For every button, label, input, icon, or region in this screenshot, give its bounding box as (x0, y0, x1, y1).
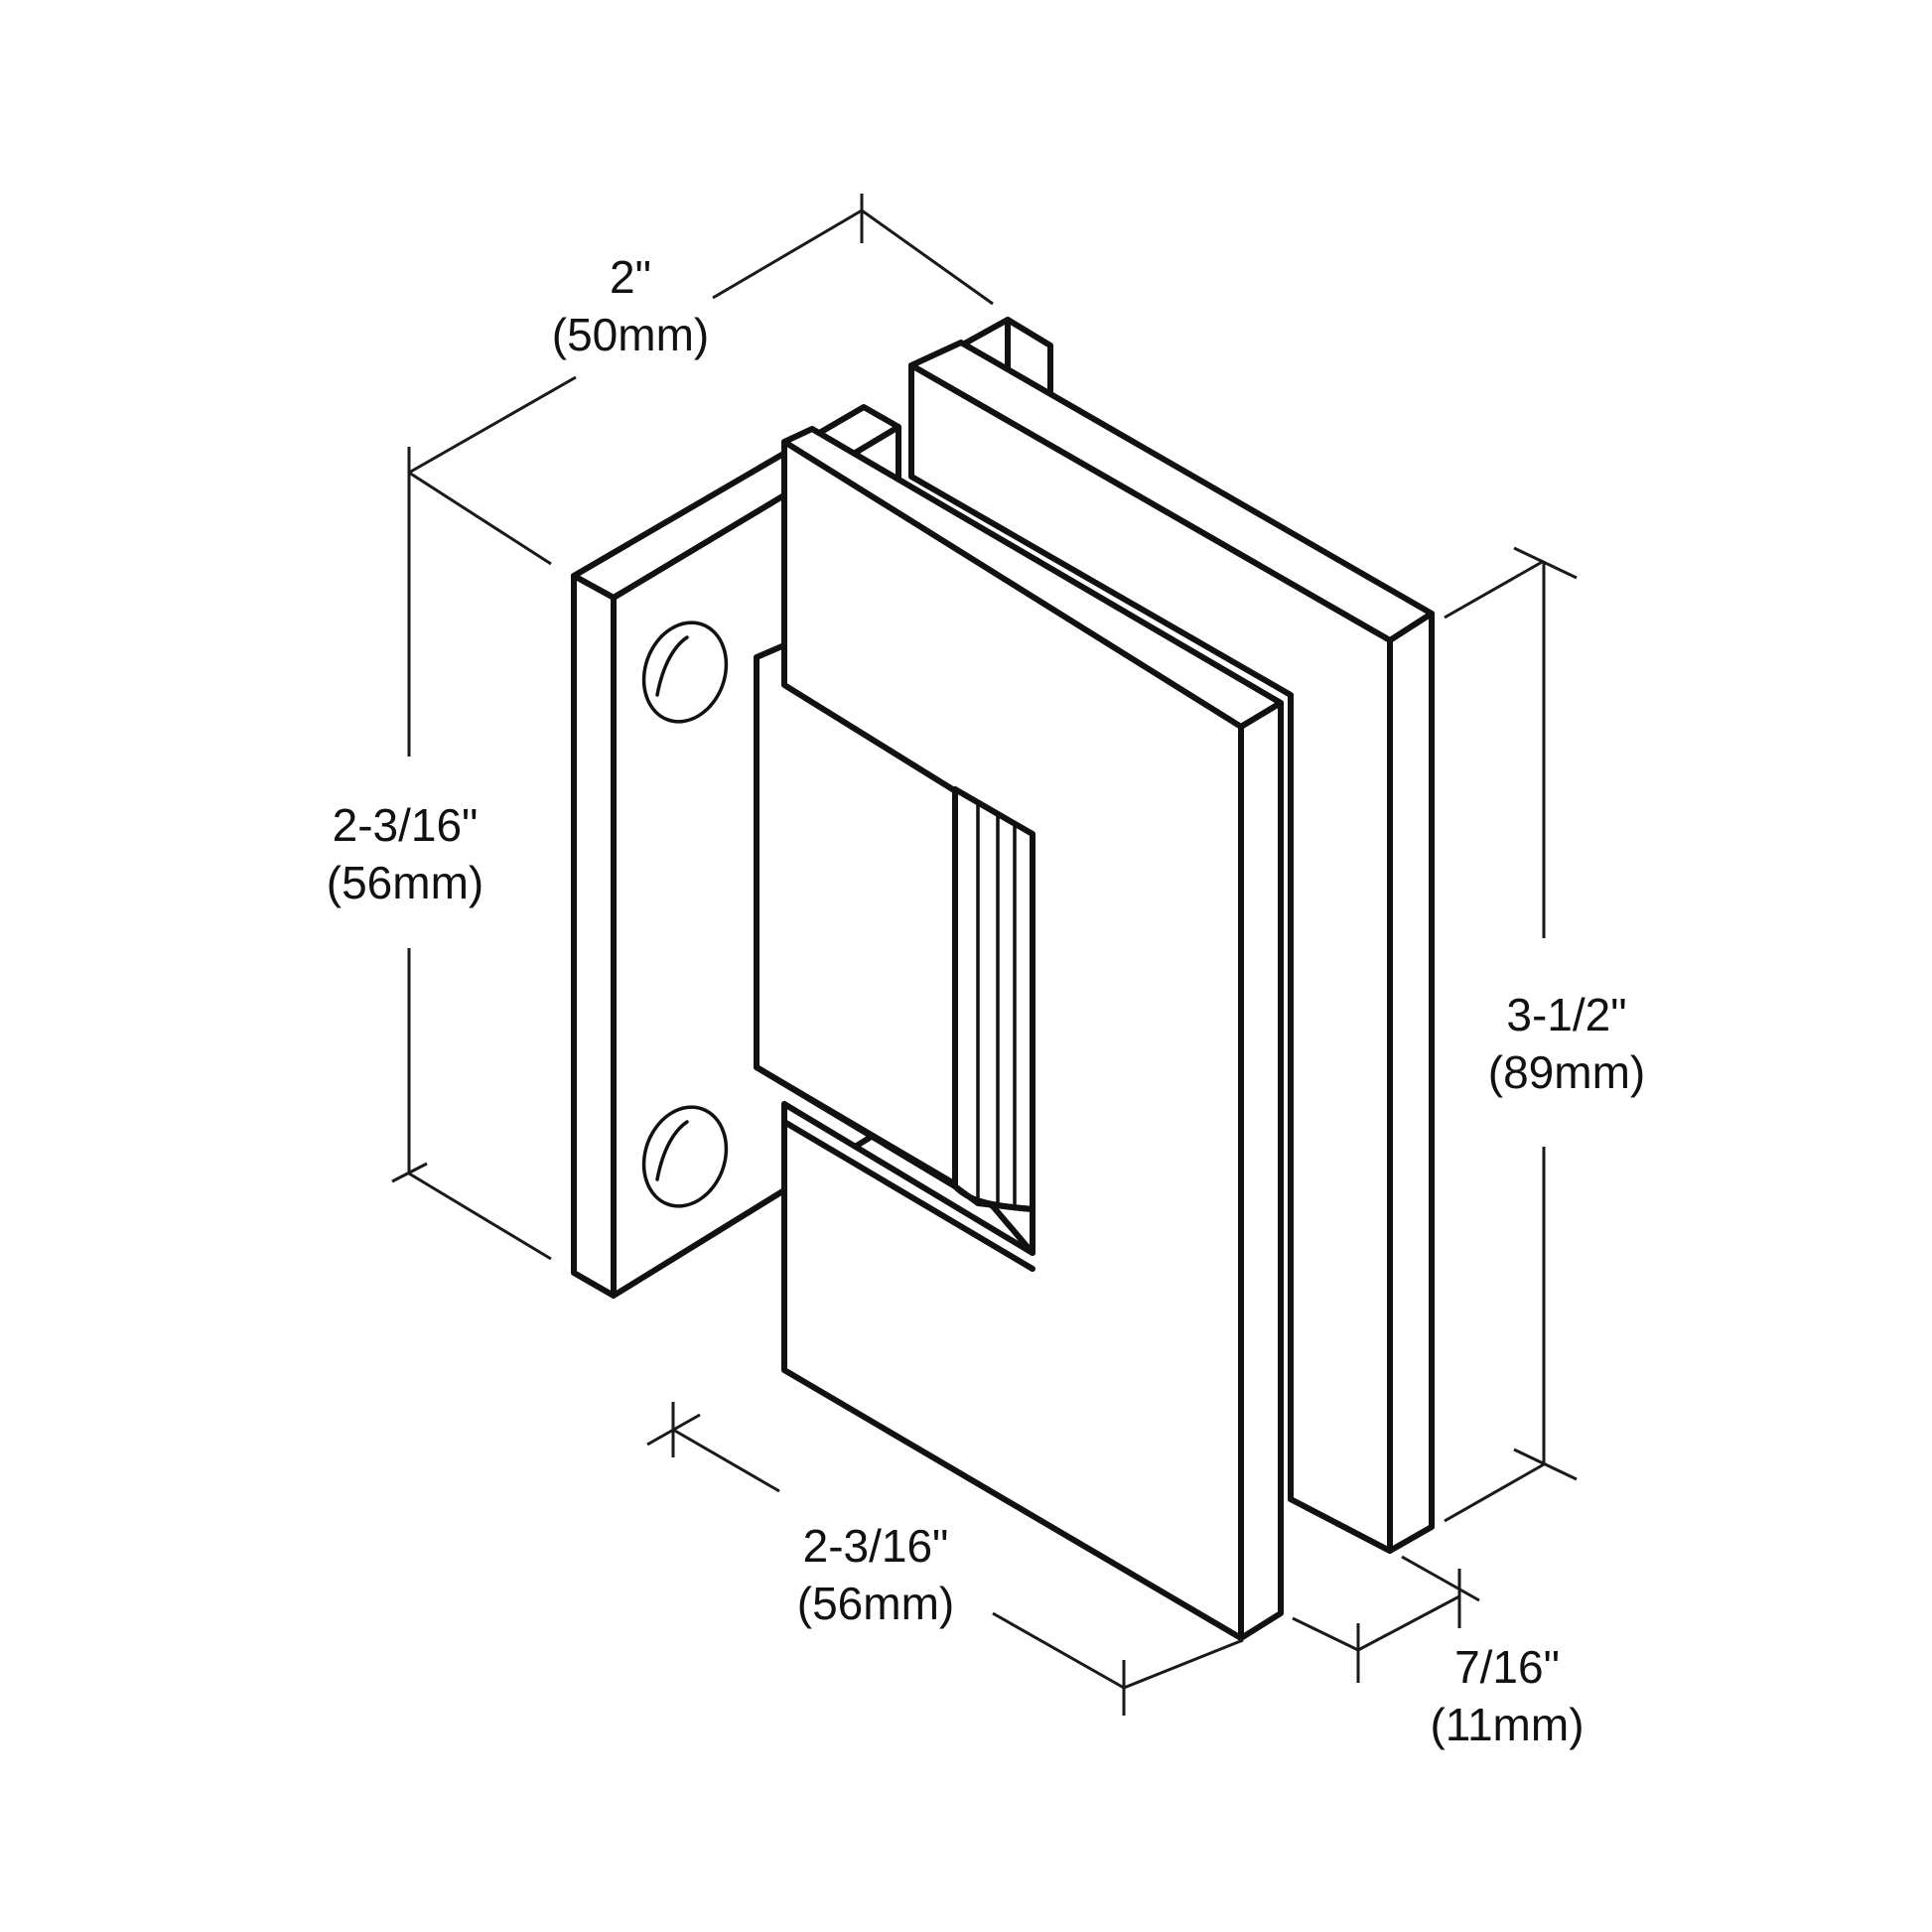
dimension-label-depth-bottom: 2-3/16" (56mm) (797, 1517, 954, 1632)
imperial-value: 2-3/16" (802, 1520, 949, 1572)
imperial-value: 2-3/16" (332, 799, 479, 851)
mounting-hole-upper (641, 621, 729, 724)
hinge-body (754, 642, 1035, 1272)
rear-clamp-plate (908, 317, 1435, 1554)
metric-value: (89mm) (1487, 1046, 1646, 1098)
metric-value: (11mm) (1430, 1699, 1585, 1750)
dimension-label-thickness: 7/16" (11mm) (1430, 1638, 1584, 1753)
imperial-value: 2" (610, 251, 651, 303)
dimension-lines (391, 194, 1578, 1716)
dimension-label-width-top: 2" (50mm) (552, 248, 709, 363)
mounting-hole-lower (641, 1105, 729, 1208)
dimension-label-wall-plate-height: 2-3/16" (56mm) (327, 796, 483, 911)
imperial-value: 7/16" (1454, 1641, 1560, 1693)
metric-value: (50mm) (551, 309, 710, 360)
metric-value: (56mm) (796, 1578, 955, 1629)
imperial-value: 3-1/2" (1506, 989, 1627, 1040)
metric-value: (56mm) (326, 857, 484, 908)
dimension-label-overall-height: 3-1/2" (89mm) (1488, 986, 1645, 1101)
